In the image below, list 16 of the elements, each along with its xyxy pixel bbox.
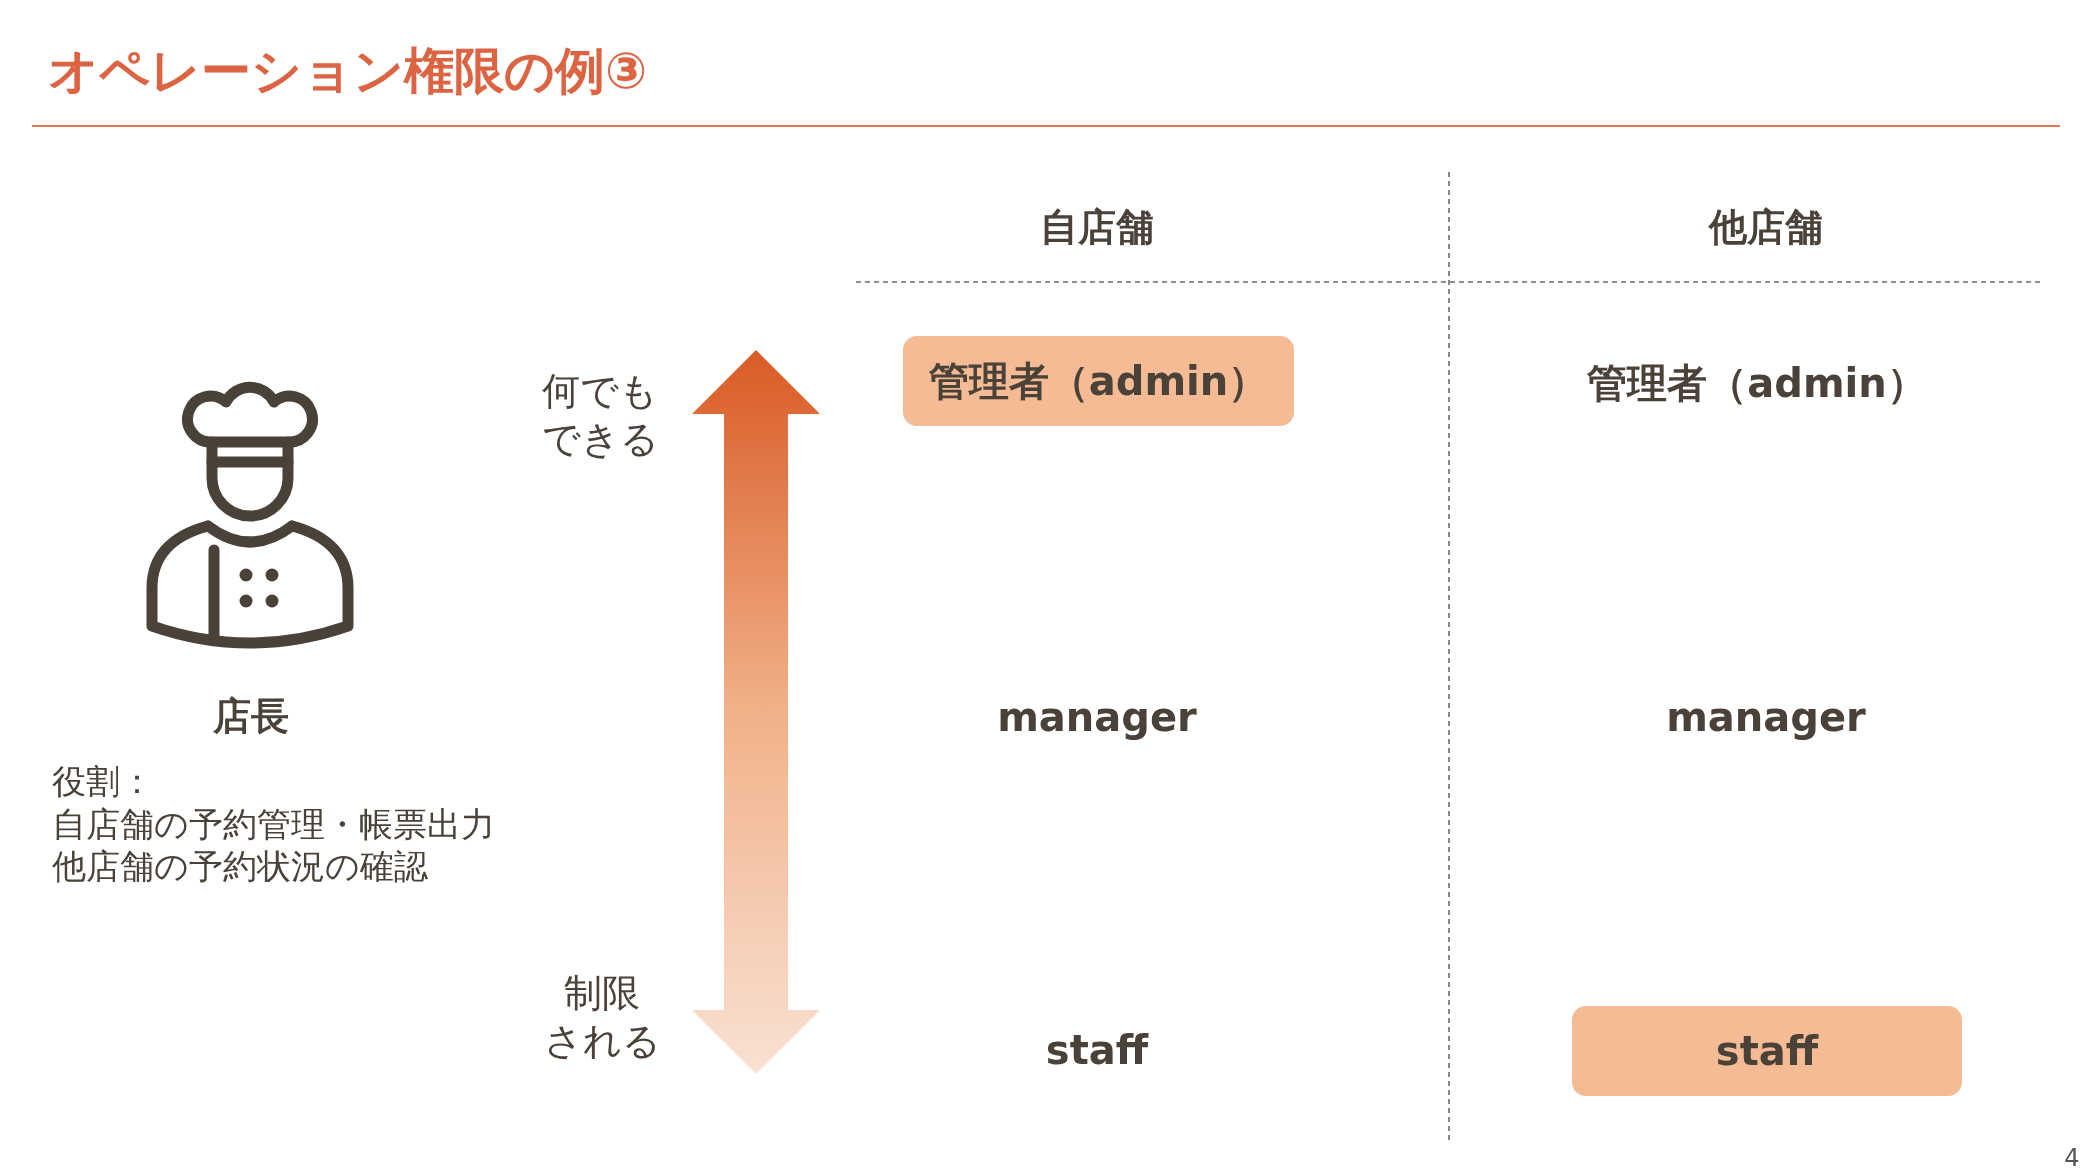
scale-end-label: 制限される — [543, 970, 661, 1065]
role-description: 自店舗の予約管理・帳票出力 — [52, 803, 495, 846]
permission-level-label: 管理者（admin） — [1587, 358, 1927, 408]
permission-level-label: manager — [997, 694, 1197, 740]
column-header: 自店舗 — [1040, 203, 1154, 251]
highlighted-role-box: 管理者（admin） — [903, 336, 1294, 426]
slide-title: オペレーション権限の例③ — [48, 44, 648, 99]
permission-level-label: manager — [1666, 694, 1866, 740]
role-description: 役割： — [52, 760, 154, 803]
column-header: 他店舗 — [1709, 203, 1823, 251]
highlighted-role-box: staff — [1572, 1006, 1962, 1096]
permission-level-label: staff — [1045, 1027, 1149, 1073]
page-number: 4 — [2064, 1144, 2080, 1172]
role-description: 他店舗の予約状況の確認 — [52, 845, 428, 888]
role-title: 店長 — [213, 692, 289, 740]
scale-end-label: 何でもできる — [541, 368, 659, 463]
